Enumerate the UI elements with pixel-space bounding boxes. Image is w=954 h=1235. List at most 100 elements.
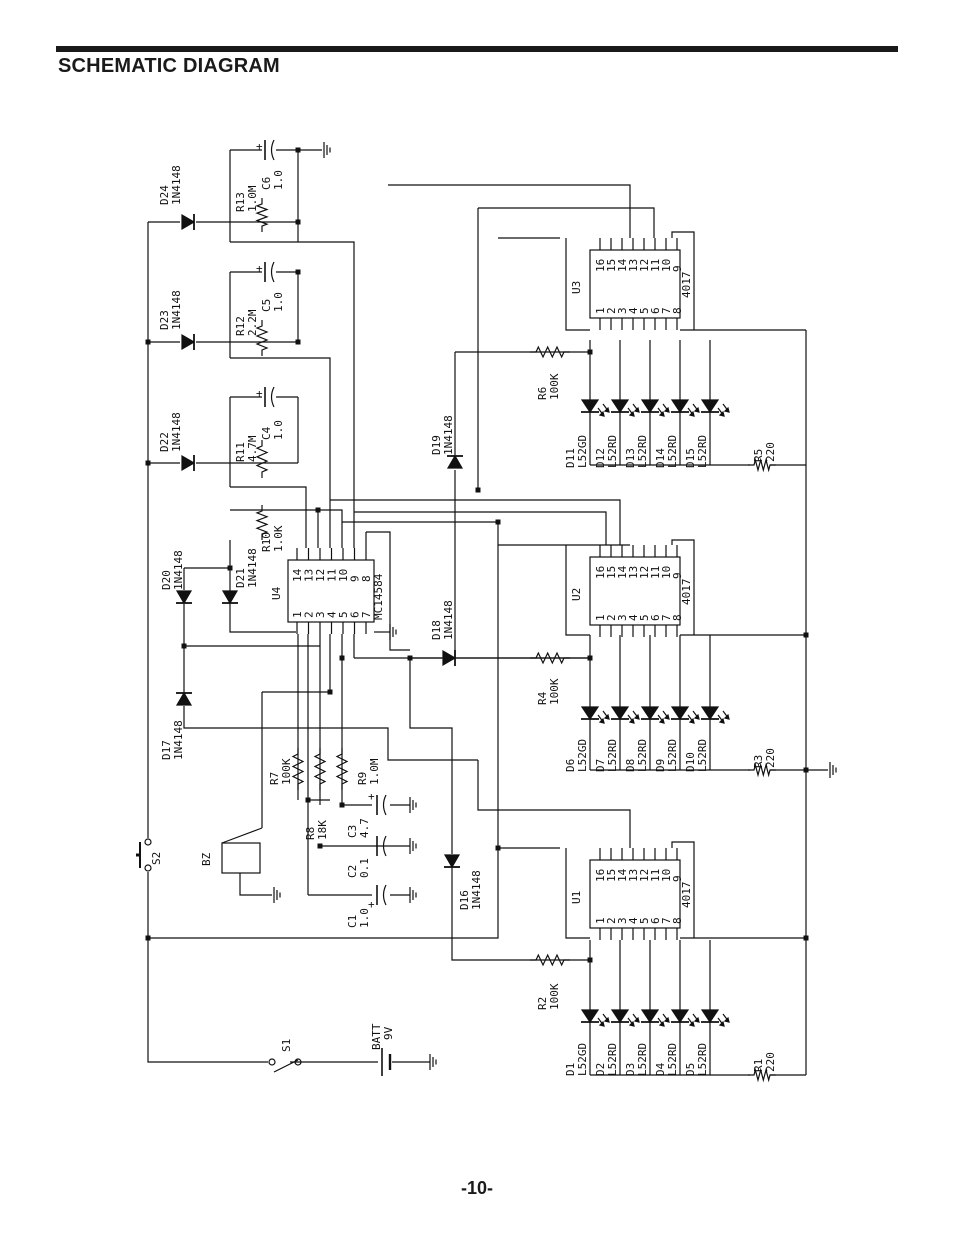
label-led-d4-ref: D4 xyxy=(654,1062,667,1076)
pin-label: 4 xyxy=(627,307,640,314)
switch-s2 xyxy=(136,838,152,872)
led-d6 xyxy=(580,706,610,724)
resistor-r9 xyxy=(335,748,349,790)
resistor-r13 xyxy=(255,198,269,232)
junction-dot xyxy=(305,797,311,803)
label-c1-value: 1.0 xyxy=(358,908,371,928)
label-led-d2-part: L52RD xyxy=(606,1043,619,1076)
pin-label: 16 xyxy=(594,869,607,882)
resistor-r1 xyxy=(748,1067,776,1083)
label-r4-value: 100K xyxy=(548,678,561,705)
ground-batt xyxy=(429,1054,437,1070)
label-led-d10-ref: D10 xyxy=(684,752,697,772)
label-r6-value: 100K xyxy=(548,373,561,400)
resistor-r11 xyxy=(255,440,269,478)
pin-label: 9 xyxy=(671,265,684,272)
capacitor-c4 xyxy=(264,386,275,408)
pin-label: 4 xyxy=(326,611,339,618)
junction-dot xyxy=(181,643,187,649)
label-led-d3-ref: D3 xyxy=(624,1063,637,1076)
wire xyxy=(671,539,695,635)
pin-label: 8 xyxy=(671,614,684,621)
junction-dot xyxy=(475,487,481,493)
pin-label: 7 xyxy=(660,614,673,621)
label-r10-value: 1.0K xyxy=(272,525,285,552)
wire xyxy=(451,868,590,961)
pin-label: 13 xyxy=(627,869,640,882)
wire xyxy=(388,184,631,238)
wire xyxy=(478,207,655,238)
pin-label: 1 xyxy=(594,917,607,924)
ic-u4 xyxy=(287,548,375,634)
label-batt: BATT xyxy=(370,1023,383,1050)
pin-label: 1 xyxy=(291,611,304,618)
led-d13 xyxy=(640,399,670,417)
wire xyxy=(671,231,695,330)
label-r2-ref: R2 xyxy=(536,997,549,1010)
pin-label: 4 xyxy=(627,917,640,924)
ic-ref-label: U1 xyxy=(570,891,583,904)
ic-ref-label: U3 xyxy=(570,281,583,294)
label-r4-ref: R4 xyxy=(536,691,549,705)
pin-label: 10 xyxy=(660,869,673,882)
pin-label: 9 xyxy=(671,875,684,882)
ground-c2 xyxy=(409,838,417,854)
junction-dot xyxy=(145,460,151,466)
label-r1-ref: R1 xyxy=(752,1059,765,1072)
pin-label: 15 xyxy=(605,869,618,882)
led-d4 xyxy=(670,1009,700,1027)
components xyxy=(136,139,837,1083)
pin-label: 15 xyxy=(605,566,618,579)
label-led-d11-ref: D11 xyxy=(564,448,577,468)
junction-dot xyxy=(327,689,333,695)
label-led-d12-part: L52RD xyxy=(606,435,619,468)
label-r1-value: 220 xyxy=(764,1052,777,1072)
label-led-d9-ref: D9 xyxy=(654,759,667,772)
label-led-d1-ref: D1 xyxy=(564,1063,577,1076)
label-led-d11-part: L52GD xyxy=(576,435,589,468)
capacitor-c1 xyxy=(376,884,387,906)
wire xyxy=(671,841,695,938)
capacitor-c6 xyxy=(264,139,275,161)
wires xyxy=(145,147,828,1076)
plus-c1: + xyxy=(368,898,375,911)
led-d14 xyxy=(670,399,700,417)
pin-label: 12 xyxy=(638,869,651,882)
pin-label: 9 xyxy=(671,572,684,579)
pin-label: 16 xyxy=(594,566,607,579)
label-led-d8-part: L52RD xyxy=(636,739,649,772)
ground-c1 xyxy=(409,887,417,903)
label-d22-part: 1N4148 xyxy=(170,412,183,452)
label-r2-value: 100K xyxy=(548,983,561,1010)
label-r5-value: 220 xyxy=(764,442,777,462)
label-d18-part: 1N4148 xyxy=(442,600,455,640)
ic-ref-label: U2 xyxy=(570,588,583,601)
diode-d21 xyxy=(221,590,239,605)
pin-label: 11 xyxy=(649,566,662,579)
pin-label: 8 xyxy=(360,575,373,582)
label-r12-ref: R12 xyxy=(234,316,247,336)
resistor-r10 xyxy=(255,505,269,540)
label-d19-part: 1N4148 xyxy=(442,415,455,455)
pin-label: 3 xyxy=(314,611,327,618)
resistor-r5 xyxy=(748,457,776,473)
wire xyxy=(318,509,343,548)
resistor-r4 xyxy=(530,651,570,665)
label-led-d5-ref: D5 xyxy=(684,1063,697,1076)
label-c5-ref: C5 xyxy=(260,299,273,312)
label-r3-value: 220 xyxy=(764,748,777,768)
pin-label: 5 xyxy=(638,614,651,621)
pin-label: 5 xyxy=(638,307,651,314)
led-d11 xyxy=(580,399,610,417)
wire xyxy=(183,706,330,729)
label-c5-value: 1.0 xyxy=(272,292,285,312)
pin-label: 7 xyxy=(360,611,373,618)
junction-dot xyxy=(495,519,501,525)
pin-label: 6 xyxy=(649,307,662,314)
pin-label: 13 xyxy=(627,259,640,272)
header-rule xyxy=(56,46,898,52)
label-d19-ref: D19 xyxy=(430,435,443,455)
plus-c3: + xyxy=(368,790,375,803)
pin-label: 10 xyxy=(660,259,673,272)
pin-label: 10 xyxy=(337,569,350,582)
